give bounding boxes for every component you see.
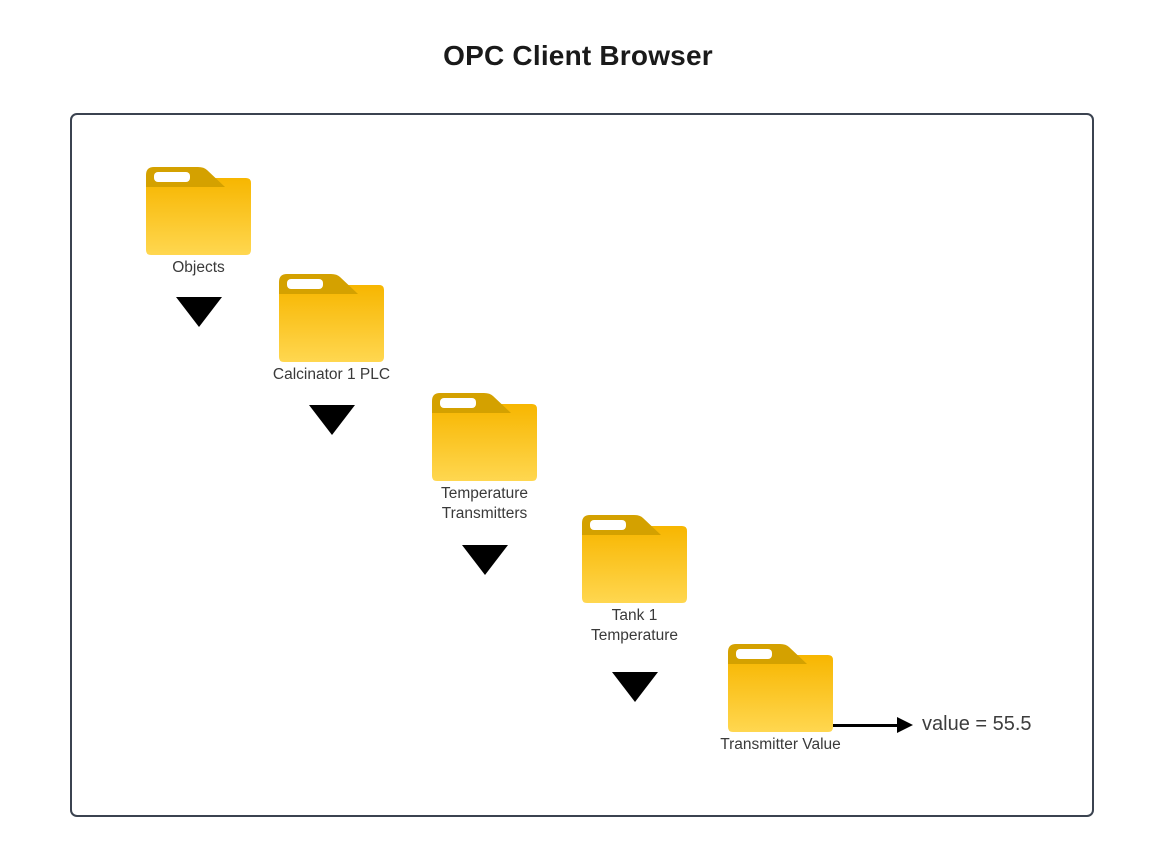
tree-node-temperature-transmitters: Temperature Transmitters [432,391,537,575]
page-title: OPC Client Browser [443,40,713,71]
folder-icon[interactable] [432,391,537,481]
value-arrow-head-icon [897,717,913,733]
tree-node-objects: Objects [146,165,251,327]
tree-node-calcinator-1-plc: Calcinator 1 PLC [273,272,390,435]
folder-icon[interactable] [279,272,384,362]
tree-node-label: Transmitter Value [720,736,841,753]
tree-node-tank-1-temperature: Tank 1 Temperature [582,513,687,702]
tree-node-label: Calcinator 1 PLC [272,366,391,383]
expand-arrow-icon[interactable] [175,297,222,327]
tree-node-label: Temperature Transmitters [440,485,528,522]
folder-icon[interactable] [728,642,833,732]
expand-arrow-icon[interactable] [461,545,508,575]
expand-arrow-icon[interactable] [611,672,658,702]
value-arrow [833,724,899,727]
tree-node-transmitter-value: Transmitter Value [720,642,841,753]
folder-icon[interactable] [146,165,251,255]
tree-node-label: Objects [172,259,225,276]
value-text: value = 55.5 [922,713,1032,735]
tree-node-label: Tank 1 Temperature [590,607,678,644]
expand-arrow-icon[interactable] [308,405,355,435]
folder-icon[interactable] [582,513,687,603]
